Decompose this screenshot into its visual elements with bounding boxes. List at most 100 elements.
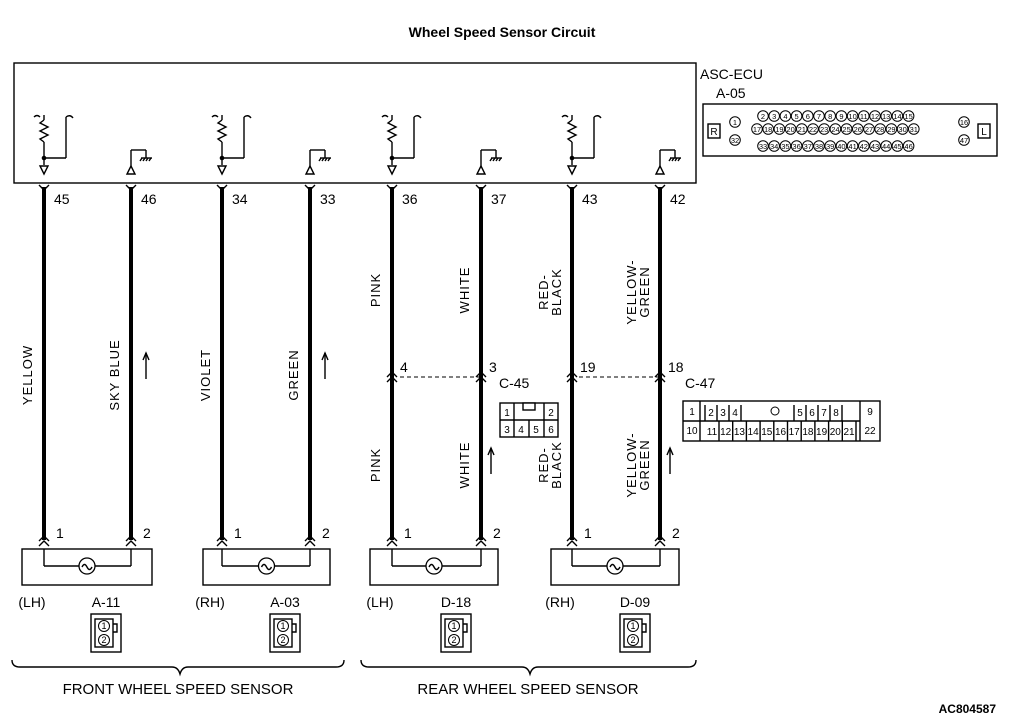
svg-text:41: 41 [848, 142, 856, 151]
c47-pin-2: 2 [708, 408, 714, 419]
sensor-connector-face-1: 12 [269, 613, 301, 653]
svg-text:19: 19 [775, 125, 783, 134]
c47-pin-20: 20 [830, 427, 842, 438]
sensor-side-2: (LH) [366, 594, 393, 610]
wire-color-top-7-a: YELLOW- [624, 259, 639, 324]
sensor-D-09 [550, 548, 680, 586]
wire-color-bottom-7-b: GREEN [637, 439, 652, 490]
ecu-pin-29: 29 [885, 123, 898, 135]
sensor-A-03 [202, 548, 331, 586]
diagram-title: Wheel Speed Sensor Circuit [409, 24, 596, 40]
ecu-pin-16: 16 [958, 116, 970, 128]
ecu-pin-label-36: 36 [402, 191, 418, 207]
junction-label-c45: C-45 [499, 375, 530, 391]
junction-pin-label-3: 3 [489, 359, 497, 375]
c45-pin-5: 5 [533, 425, 539, 436]
svg-text:21: 21 [798, 125, 806, 134]
ecu-pin-14: 14 [891, 110, 904, 122]
ecu-pin-1: 1 [729, 116, 741, 128]
ecu-pin-32: 32 [729, 134, 741, 146]
ecu-pin-label-34: 34 [232, 191, 248, 207]
c47-pin-14: 14 [748, 427, 760, 438]
svg-text:13: 13 [882, 112, 890, 121]
c47-pin-17: 17 [789, 427, 801, 438]
svg-text:42: 42 [860, 142, 868, 151]
ecu-input-resistor-4 [561, 114, 602, 176]
ecu-pin-17: 17 [751, 123, 763, 135]
svg-text:1: 1 [280, 621, 285, 631]
wire-color-bottom-7-a: YELLOW- [624, 432, 639, 497]
svg-text:16: 16 [960, 118, 968, 127]
ecu-pin-10: 10 [846, 110, 859, 122]
ecu-pin-26: 26 [852, 123, 864, 135]
junction-pin-label-18: 18 [668, 359, 684, 375]
svg-text:4: 4 [783, 112, 787, 121]
ecu-pin-34: 34 [768, 140, 781, 152]
ecu-pin-40: 40 [835, 140, 848, 152]
svg-text:22: 22 [809, 125, 817, 134]
c47-pin-5: 5 [797, 408, 803, 419]
ecu-pin-8: 8 [824, 110, 837, 122]
svg-text:45: 45 [893, 142, 901, 151]
ecu-pin-label-42: 42 [670, 191, 686, 207]
wire-color-2: VIOLET [198, 349, 213, 401]
wire-color-top-4: PINK [368, 273, 383, 307]
ecu-input-resistor-2 [211, 114, 252, 176]
current-arrow-5 [487, 446, 495, 474]
sensor-connector-1: A-03 [270, 594, 300, 610]
svg-text:43: 43 [871, 142, 879, 151]
ecu-pin-3: 3 [768, 110, 781, 122]
ecu-box [13, 62, 697, 184]
ecu-input-resistor-1 [33, 114, 74, 176]
svg-text:31: 31 [910, 125, 918, 134]
svg-text:37: 37 [804, 142, 812, 151]
ecu-pin-36: 36 [790, 140, 803, 152]
rear-group-bracket [360, 659, 697, 677]
ecu-pin-label-46: 46 [141, 191, 157, 207]
ecu-pin-18: 18 [762, 123, 775, 135]
svg-text:34: 34 [770, 142, 778, 151]
ecu-pin-9: 9 [835, 110, 848, 122]
sensor-pin-label-0: 1 [56, 525, 64, 541]
svg-text:8: 8 [828, 112, 832, 121]
front-group-label: FRONT WHEEL SPEED SENSOR [63, 681, 294, 698]
svg-text:1: 1 [101, 621, 106, 631]
ecu-connector-label: A-05 [716, 85, 746, 101]
ecu-side-left: R [710, 127, 717, 138]
svg-text:30: 30 [898, 125, 906, 134]
ecu-pin-label-45: 45 [54, 191, 70, 207]
svg-text:7: 7 [817, 112, 821, 121]
svg-text:6: 6 [806, 112, 810, 121]
svg-text:17: 17 [753, 125, 761, 134]
ecu-pin-31: 31 [908, 123, 920, 135]
ecu-pin-13: 13 [880, 110, 893, 122]
ecu-pin-23: 23 [818, 123, 831, 135]
ecu-pin-46: 46 [902, 140, 915, 152]
wire-color-bottom-6-b: BLACK [549, 441, 564, 489]
ecu-pin-6: 6 [802, 110, 814, 122]
ecu-pin-22: 22 [807, 123, 819, 135]
sensor-connector-2: D-18 [441, 594, 472, 610]
sensor-D-18 [369, 548, 499, 586]
ecu-pin-label-33: 33 [320, 191, 336, 207]
c45-pin-3: 3 [504, 425, 510, 436]
ecu-pin-41: 41 [846, 140, 859, 152]
c45-pin-6: 6 [548, 425, 554, 436]
c47-pin-19: 19 [816, 427, 828, 438]
wire-color-bottom-5: WHITE [457, 442, 472, 489]
wire-color-top-6-b: BLACK [549, 268, 564, 316]
svg-text:24: 24 [831, 125, 839, 134]
svg-text:47: 47 [960, 136, 968, 145]
wire-color-0: YELLOW [20, 345, 35, 405]
c47-pin-10: 10 [686, 426, 698, 437]
sensor-side-1: (RH) [195, 594, 225, 610]
sensor-connector-0: A-11 [92, 594, 121, 610]
ecu-pin-44: 44 [880, 140, 893, 152]
sensor-pin-label-6: 1 [584, 525, 592, 541]
c47-pin-3: 3 [720, 408, 726, 419]
sensor-connector-face-3: 12 [619, 613, 651, 653]
ecu-pin-45: 45 [891, 140, 904, 152]
